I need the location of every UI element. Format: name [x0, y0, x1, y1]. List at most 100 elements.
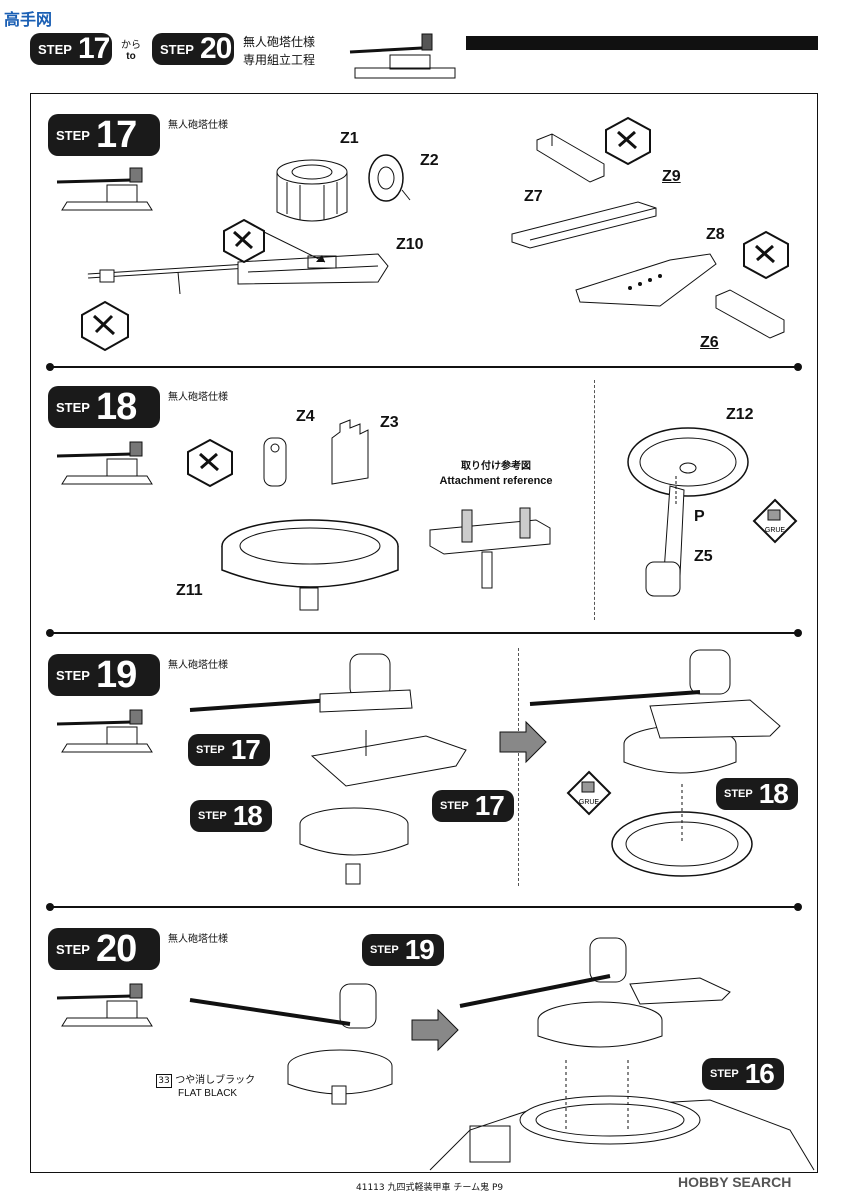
step-17-subtitle: 無人砲塔仕様	[168, 120, 228, 131]
ref-step-17: STEP 17	[188, 734, 270, 766]
label-z1: Z1	[340, 130, 359, 147]
cutter-icon	[81, 300, 129, 352]
step-word: STEP	[56, 127, 90, 143]
step-number: 17	[95, 113, 137, 156]
part-z3-rack	[331, 419, 369, 485]
label-z8: Z8	[706, 226, 725, 243]
step-word: STEP	[198, 810, 227, 822]
step-number: 18	[758, 778, 789, 809]
label-z6: Z6	[700, 334, 719, 351]
paint-name-en: FLAT BLACK	[178, 1088, 238, 1099]
assembly-arrow-right	[499, 720, 547, 764]
ref-step-16: STEP 16	[702, 1058, 784, 1090]
step-number: 18	[95, 385, 137, 428]
label-z5: Z5	[694, 548, 713, 565]
part-z4-post	[263, 437, 287, 487]
step-20-badge: STEP 20	[48, 928, 160, 970]
panel-divider	[594, 380, 595, 620]
step-separator	[46, 629, 802, 637]
panel-divider	[518, 648, 519, 886]
assembly-result-step19	[529, 649, 781, 774]
cutter-icon	[187, 438, 233, 488]
header-turret-icon	[349, 33, 456, 79]
step-number: 19	[95, 653, 137, 696]
ref-step-18: STEP 18	[190, 800, 272, 832]
label-p: P	[694, 508, 705, 525]
step-word: STEP	[440, 800, 469, 812]
part-z6-bracket	[715, 289, 785, 339]
step-number: 20	[95, 927, 137, 970]
step-word: STEP	[370, 944, 399, 956]
main-frame	[30, 93, 818, 1173]
label-z10: Z10	[396, 236, 424, 253]
part-z5-tube	[645, 476, 685, 597]
step-separator	[46, 903, 802, 911]
assembly-plate-step19	[611, 784, 753, 877]
step-word: STEP	[56, 667, 90, 683]
to-text: to	[126, 51, 136, 62]
label-z3: Z3	[380, 414, 399, 431]
part-z8-frame	[575, 253, 717, 307]
step-19-subtitle: 無人砲塔仕様	[168, 660, 228, 671]
ref-step-18b: STEP 18	[716, 778, 798, 810]
part-z12-plate	[627, 427, 749, 497]
header-step-to: STEP 20	[152, 32, 234, 65]
watermark-corner-text: 高手网	[4, 10, 53, 29]
step-word: STEP	[724, 788, 753, 800]
label-z9: Z9	[662, 168, 681, 185]
glue-label: GRUE	[765, 527, 786, 534]
step-word: STEP	[196, 744, 225, 756]
reference-en: Attachment reference	[439, 475, 553, 487]
header-title: 無人砲塔仕様 専用組立工程	[243, 33, 315, 69]
step-word: STEP	[160, 41, 194, 57]
step-word: STEP	[710, 1068, 739, 1080]
glue-icon: GRUE	[752, 498, 798, 544]
step-18-badge: STEP 18	[48, 386, 160, 428]
label-z11: Z11	[176, 582, 203, 599]
attachment-reference-diagram	[429, 507, 551, 589]
paint-name-jp: つや消しブラック	[175, 1075, 256, 1086]
assembly-turret-step20	[189, 983, 393, 1105]
step-18-thumbnail	[56, 441, 153, 485]
label-z7: Z7	[524, 188, 543, 205]
part-z1-drum	[276, 159, 348, 222]
step-number: 20	[199, 32, 232, 65]
step-17-thumbnail	[56, 167, 153, 211]
header-step-from: STEP 17	[30, 32, 112, 65]
hull-drawing	[429, 1060, 815, 1171]
reference-jp: 取り付け参考図	[461, 461, 531, 472]
step-number: 17	[77, 32, 110, 65]
assembly-arrow-right	[411, 1008, 459, 1052]
watermark-hobby-search: HOBBY SEARCH	[678, 1174, 792, 1190]
step-separator	[46, 363, 802, 371]
assembly-arrow	[259, 229, 326, 263]
assembly-ring-step19	[299, 807, 409, 885]
step-19-badge: STEP 19	[48, 654, 160, 696]
header-kara: から to	[120, 36, 142, 62]
attachment-reference-title: 取り付け参考図 Attachment reference	[432, 460, 560, 488]
part-z9-rail	[511, 201, 657, 249]
step-word: STEP	[56, 399, 90, 415]
header-bar	[466, 36, 818, 50]
cutter-icon	[223, 218, 265, 264]
step-number: 16	[744, 1058, 775, 1089]
header-title-line2: 専用組立工程	[243, 53, 316, 67]
label-z4: Z4	[296, 408, 315, 425]
page-footer: 41113 九四式軽装甲車 チーム鬼 P9	[356, 1183, 504, 1193]
step-word: STEP	[38, 41, 72, 57]
label-z12: Z12	[726, 406, 754, 423]
label-z2: Z2	[420, 152, 439, 169]
part-z11-ring	[221, 519, 399, 611]
cutter-icon	[743, 230, 789, 280]
step-20-thumbnail	[56, 983, 153, 1027]
ref-step-17b: STEP 17	[432, 790, 514, 822]
step-17-badge: STEP 17	[48, 114, 160, 156]
paint-number: 33	[156, 1074, 172, 1088]
step-20-subtitle: 無人砲塔仕様	[168, 934, 228, 945]
glue-label: GRUE	[579, 799, 600, 806]
step-number: 17	[230, 734, 261, 765]
watermark-corner-logo: 高手网	[4, 6, 74, 32]
step-number: 17	[474, 790, 505, 821]
step-number: 18	[232, 800, 263, 831]
step-number: 19	[404, 934, 435, 965]
